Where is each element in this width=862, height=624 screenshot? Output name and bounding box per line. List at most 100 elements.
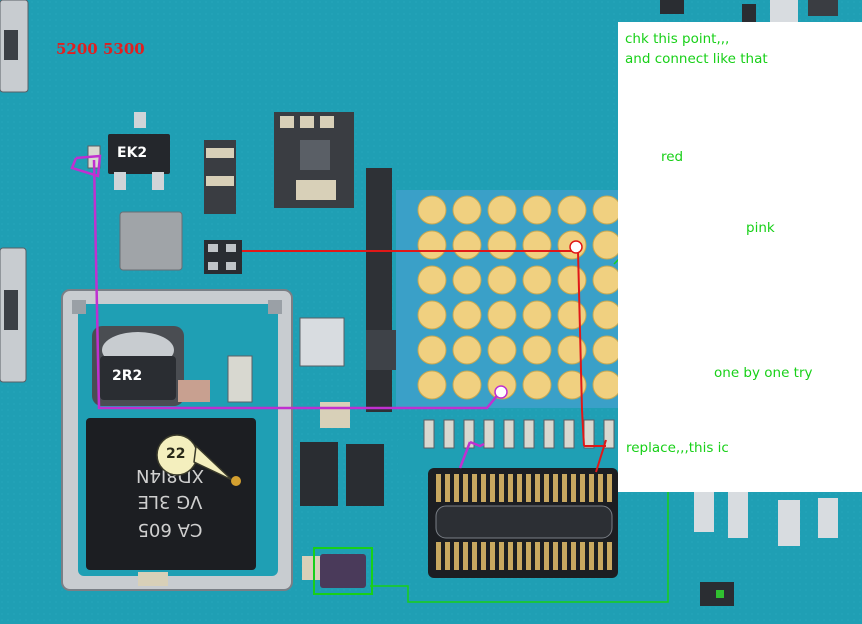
bga-pad [417,265,447,295]
resistor-near-inductor [227,355,253,403]
pink-wire [70,154,501,469]
connector-pin [463,474,468,502]
connector-pin [499,474,504,502]
bga-pad [592,370,622,400]
connector-pin [454,474,459,502]
bga-pad [417,370,447,400]
smd-resistor [583,419,595,449]
connector-pin [562,542,567,570]
bga-pad [522,370,552,400]
connector-pin [490,474,495,502]
bga-pad [417,230,447,260]
replace-ic-box [313,547,373,595]
upper-middle-components [274,112,396,412]
pink-wire-label: pink [746,220,775,236]
bga-pad [487,265,517,295]
inductor-label: 2R2 [112,368,143,384]
annotation-panel [618,22,862,492]
instruction-line-2: and connect like that [625,51,768,67]
bga-pad [487,195,517,225]
connector-pin [508,474,513,502]
connector-pin [607,542,612,570]
smd-resistor [503,419,515,449]
bottom-connector [398,419,655,578]
connector-pin [436,474,441,502]
bga-pad [522,300,552,330]
replace-ic-note: replace,,,this ic [626,440,729,456]
small-components-cluster [204,140,242,274]
smd-resistor [523,419,535,449]
connector-pin [517,474,522,502]
left-edge-connectors [0,0,29,383]
callout-marker [156,434,241,486]
smd-resistor [603,419,615,449]
connector-pin [463,542,468,570]
red-wire-label: red [661,149,684,165]
connector-pin [607,474,612,502]
pink-test-point [494,385,508,399]
bga-pad [452,300,482,330]
connector-pin [553,474,558,502]
connector-pin [517,542,522,570]
connector-pin [598,542,603,570]
connector-pin [535,542,540,570]
connector-pin [589,474,594,502]
bga-pad [592,335,622,365]
bga-pad [557,300,587,330]
bga-pad [417,300,447,330]
inductor-2r2 [92,326,184,406]
bga-pad [592,265,622,295]
smd-resistor [483,419,495,449]
connector-pin [508,542,513,570]
bga-pad [522,195,552,225]
connector-pin [526,474,531,502]
connector-pin [571,474,576,502]
red-test-point [569,240,583,254]
bga-pad [417,195,447,225]
bga-pad [522,230,552,260]
connector-pin [544,542,549,570]
smd-resistor [443,419,455,449]
bga-pad-grid [396,190,622,408]
connector-pin [580,474,585,502]
bga-pad [557,370,587,400]
bga-pad [452,335,482,365]
bga-pad [557,265,587,295]
ek2-transistor [108,112,170,190]
svg-text:CA 605: CA 605 [138,519,203,540]
callout-number: 22 [166,446,186,462]
connector-pin [571,542,576,570]
bga-pad [452,265,482,295]
smd-resistor [423,419,435,449]
replace-ic [320,554,366,588]
svg-text:VG 3LE: VG 3LE [138,491,203,512]
st-chip [86,418,256,570]
connector-pin [445,474,450,502]
connector-pin [445,542,450,570]
bga-pad [592,195,622,225]
bga-pad [452,230,482,260]
lower-row-components [300,402,384,580]
connector-pin [553,542,558,570]
instruction-line-1: chk this point,,, [625,31,730,47]
bga-pad [592,230,622,260]
connector-pin [580,542,585,570]
connector-pin [490,542,495,570]
connector-pin [589,542,594,570]
connector-pin [481,474,486,502]
one-by-one-note: one by one try [714,365,813,381]
connector-pin [499,542,504,570]
connector-pin [454,542,459,570]
connector-pin [544,474,549,502]
connector-pin [472,474,477,502]
connector-pin [562,474,567,502]
bga-pad [557,335,587,365]
connector-pin [526,542,531,570]
bga-pad [522,335,552,365]
smd-resistor [543,419,555,449]
ek2-label: EK2 [117,145,148,161]
smd-resistor [563,419,575,449]
model-label: 5200 5300 [56,40,145,58]
connector-pin [598,474,603,502]
